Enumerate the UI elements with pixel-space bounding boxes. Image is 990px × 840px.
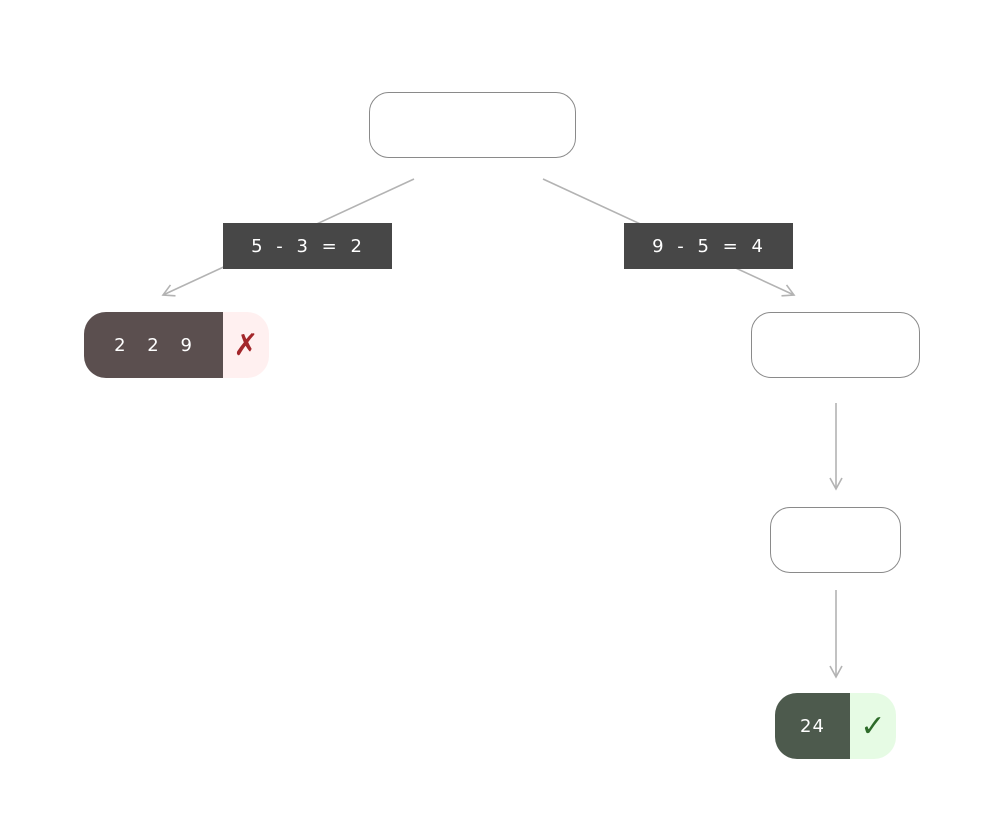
right-child-node: [751, 312, 920, 378]
edge-label-left: 5 - 3 = 2: [223, 223, 392, 269]
grandchild-node: [770, 507, 901, 573]
success-leaf: 24 ✓: [775, 693, 896, 759]
root-node: [369, 92, 576, 158]
success-leaf-values: 24: [775, 693, 850, 759]
failed-leaf-values: 2 2 9: [84, 312, 223, 378]
check-mark-icon: ✓: [850, 693, 896, 759]
failed-leaf: 2 2 9 ✗: [84, 312, 269, 378]
edge-label-right: 9 - 5 = 4: [624, 223, 793, 269]
x-mark-icon: ✗: [223, 312, 269, 378]
